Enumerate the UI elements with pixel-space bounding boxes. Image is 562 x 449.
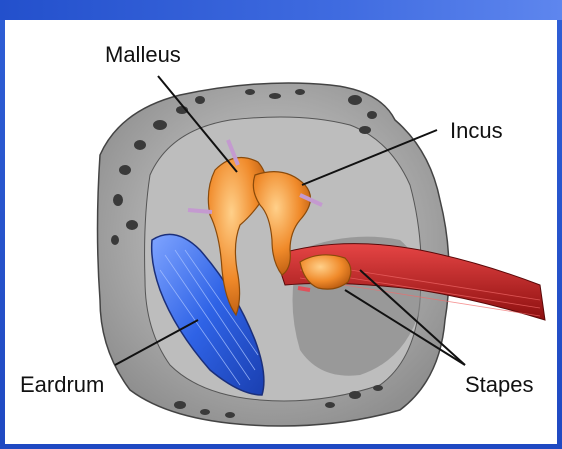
label-stapes: Stapes (465, 372, 534, 398)
label-incus: Incus (450, 118, 503, 144)
ligament-4 (298, 288, 310, 290)
label-malleus: Malleus (105, 42, 181, 68)
label-eardrum: Eardrum (20, 372, 104, 398)
ligament-3 (188, 210, 212, 212)
